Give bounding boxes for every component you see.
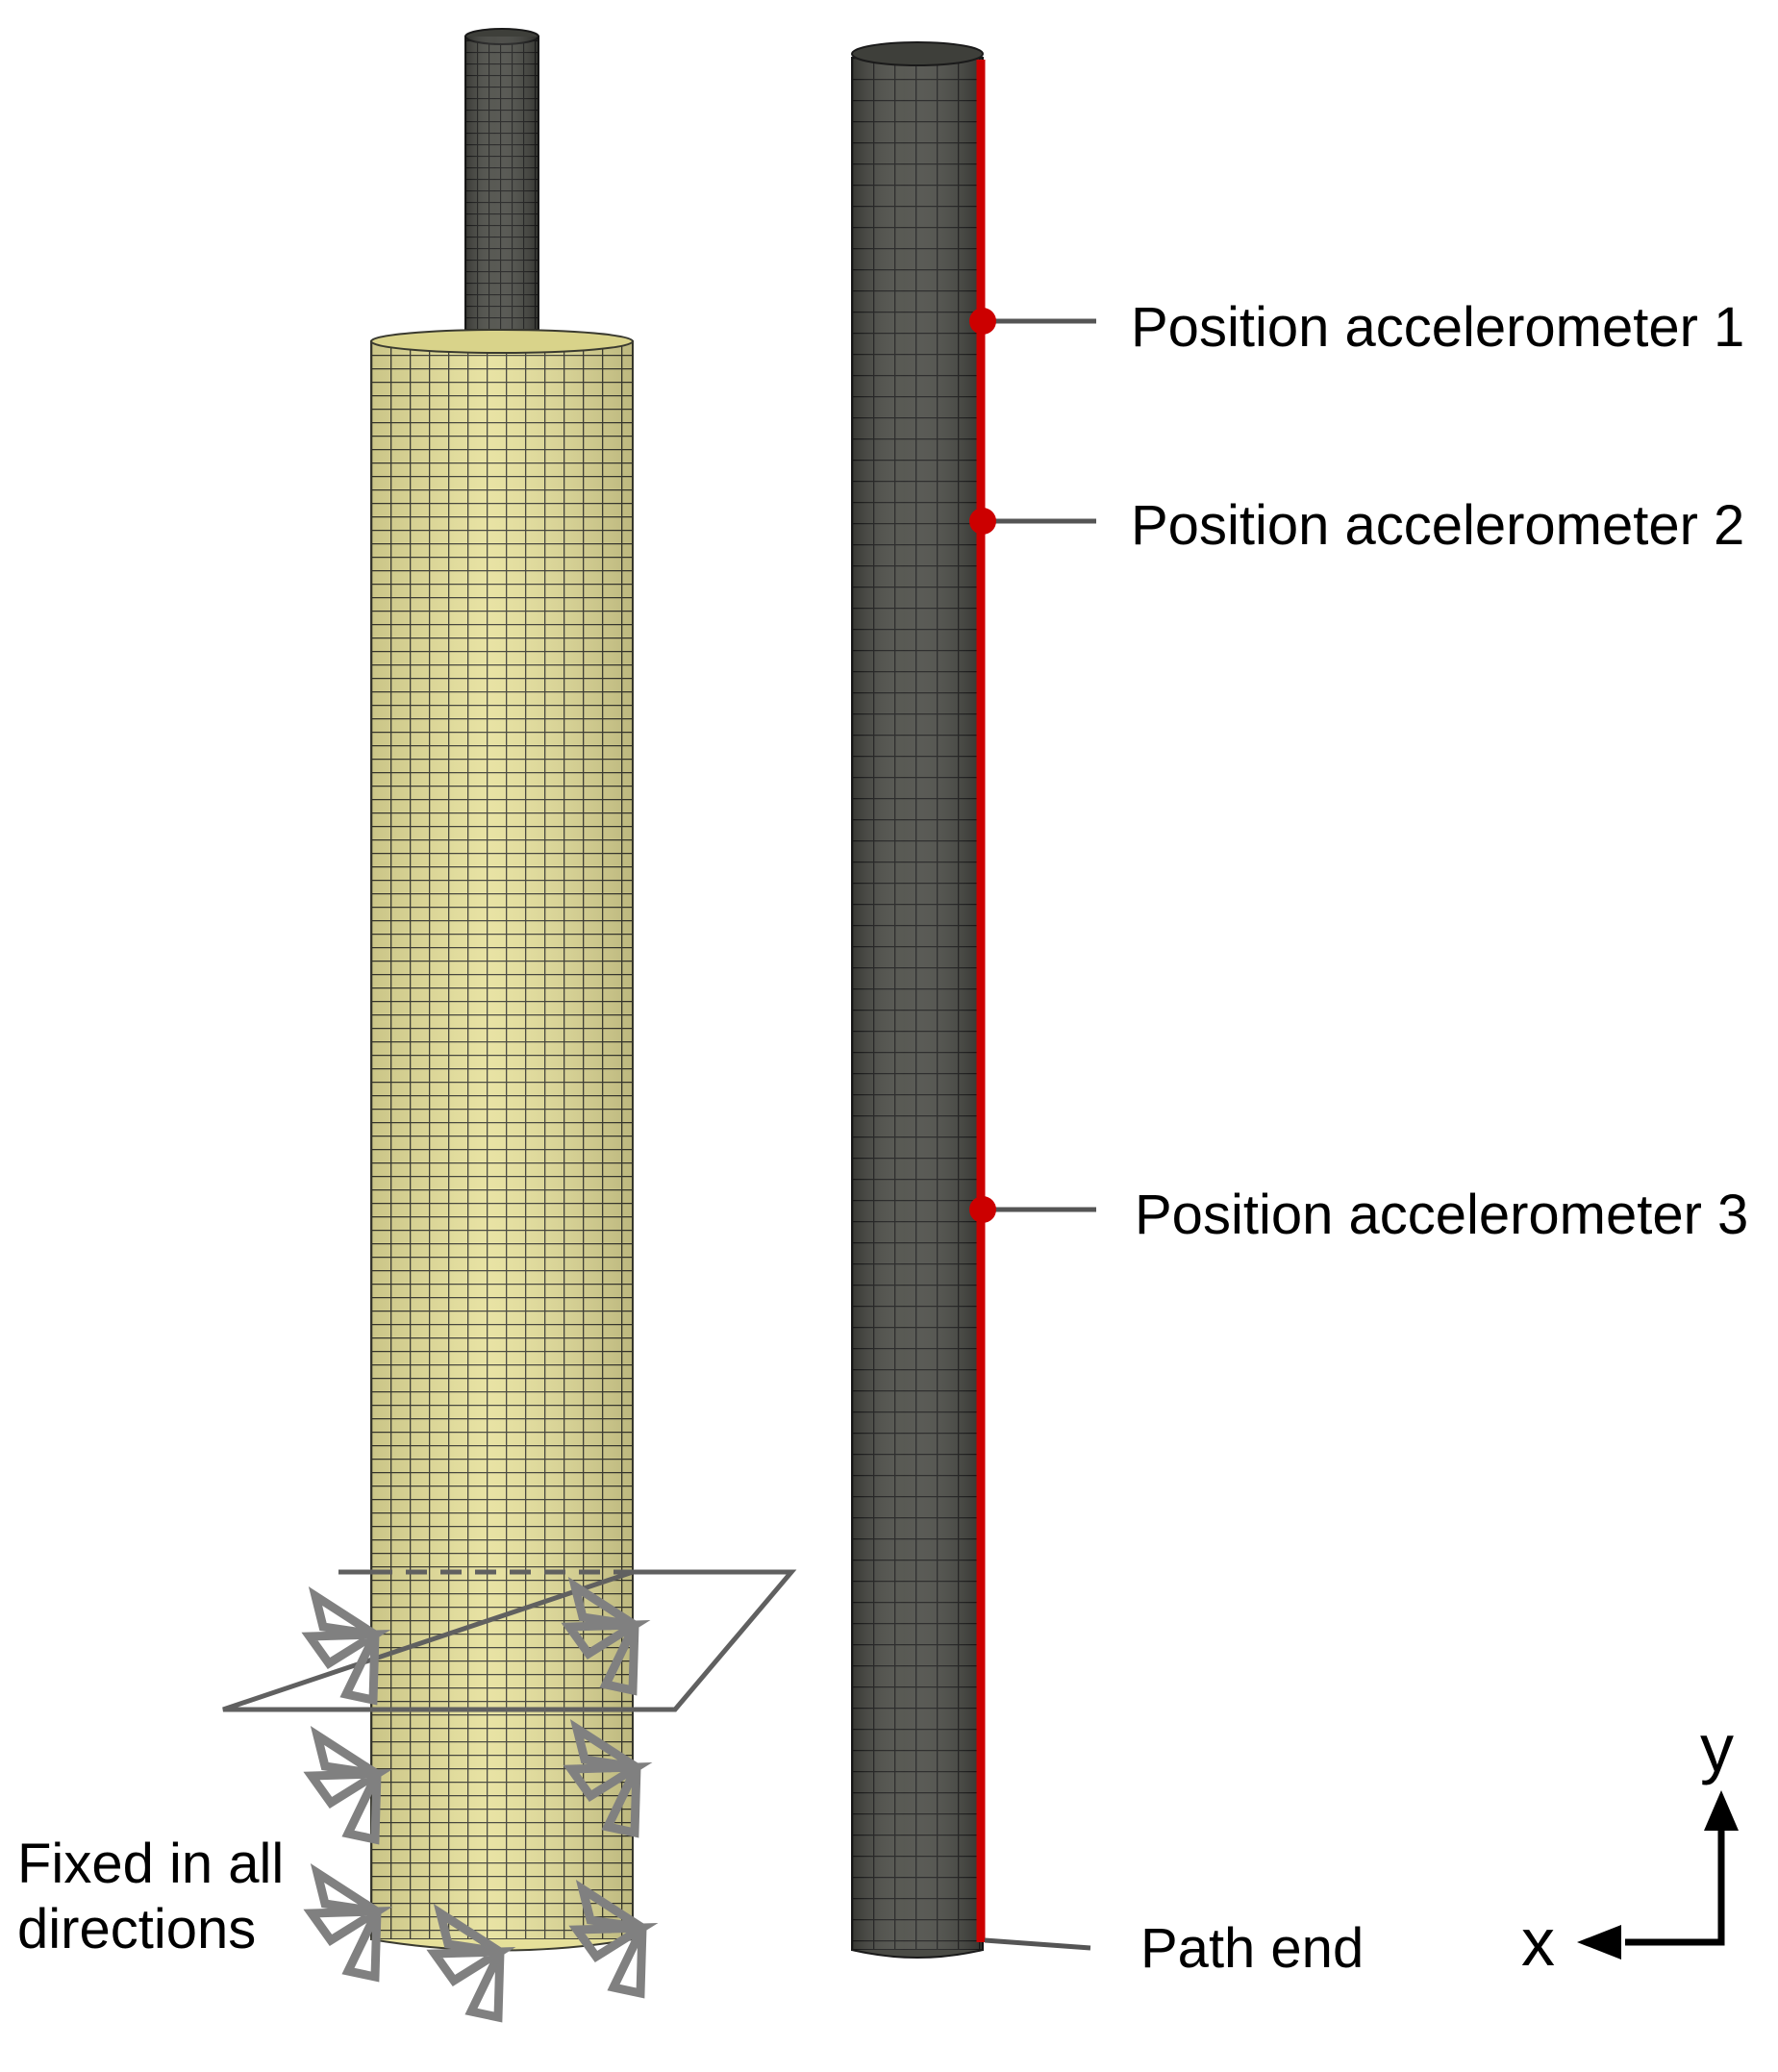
path-end-label: Path end xyxy=(1140,1917,1364,1980)
accelerometer-2-marker xyxy=(969,508,1096,535)
accelerometer-2-label: Position accelerometer 2 xyxy=(1131,494,1744,557)
pile-shaft xyxy=(851,41,984,1959)
fixed-label-line2: directions xyxy=(17,1898,256,1960)
accelerometer-1-marker xyxy=(969,308,1096,335)
accelerometer-1-label: Position accelerometer 1 xyxy=(1131,296,1744,359)
accelerometer-3-label: Position accelerometer 3 xyxy=(1135,1184,1748,1246)
fixed-label-line1: Fixed in all xyxy=(17,1833,284,1895)
accelerometer-3-marker xyxy=(969,1196,1096,1223)
small-pile-shaft xyxy=(464,28,539,340)
path-end-leader xyxy=(984,1937,1091,1951)
axis-triad-icon xyxy=(1577,1790,1739,1960)
soil-column xyxy=(370,329,634,1952)
y-axis-label: y xyxy=(1700,1710,1734,1785)
x-axis-label: x xyxy=(1521,1905,1555,1980)
